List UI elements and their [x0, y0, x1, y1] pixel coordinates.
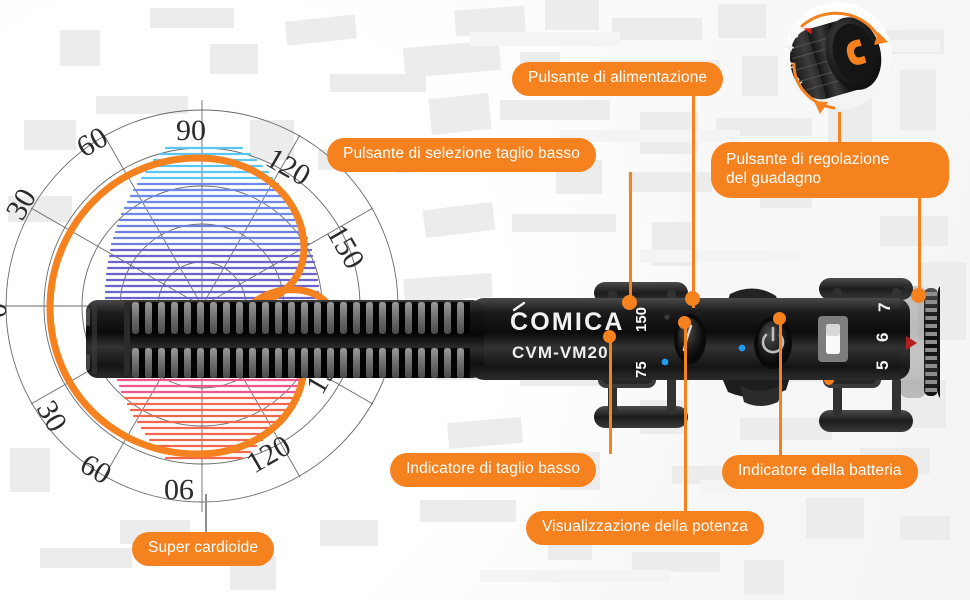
gain-mark-5: 5	[873, 361, 892, 370]
rotation-arrow-head-bottom	[814, 101, 828, 114]
lowcut-mark-150: 150	[633, 307, 650, 332]
gain-scale: 7 6 5 4	[873, 303, 894, 398]
polar-label-90u: 90	[176, 114, 206, 147]
callout-power-button[interactable]: Pulsante di alimentazione	[512, 62, 724, 96]
hotspot-low-cut-led	[603, 330, 616, 343]
dial-index-marker	[803, 28, 812, 35]
lowcut-mark-75: 75	[633, 361, 650, 378]
microphone-illustration: COMICA CVM-VM20 150 75	[86, 278, 940, 432]
callout-low-cut-switch[interactable]: Pulsante di selezione taglio basso	[327, 138, 596, 172]
dial-number-3: 3	[785, 59, 798, 71]
leader-power-led	[684, 322, 687, 512]
leader-polar-pattern	[205, 494, 207, 532]
callout-gain-knob-line2: del guadagno	[726, 170, 822, 188]
grille-slots-top	[132, 302, 470, 334]
hotspot-low-cut-switch	[622, 295, 637, 310]
hotspot-power-led	[678, 316, 691, 329]
lowcut-detent-dot	[664, 314, 670, 320]
model-label: CVM-VM20	[512, 343, 609, 362]
gain-mark-4: 4	[875, 388, 894, 398]
leader-low-cut-led	[609, 336, 612, 454]
low-cut-led	[661, 358, 669, 366]
polar-label-90l: 90	[164, 473, 194, 506]
callout-gain-knob-line1: Pulsante di regolazione	[726, 151, 890, 168]
power-led	[738, 344, 746, 352]
polar-label-0: 0	[0, 303, 13, 318]
callout-polar-pattern[interactable]: Super cardioide	[132, 532, 275, 566]
callout-battery-led[interactable]: Indicatore della batteria	[722, 455, 918, 489]
hotspot-power-button	[685, 291, 700, 306]
callout-low-cut-led[interactable]: Indicatore di taglio basso	[390, 453, 597, 487]
hotspot-battery-led	[773, 312, 786, 325]
dial-number-5: 5	[789, 32, 801, 39]
grille-slots-bottom	[132, 348, 470, 378]
dial-number-4: 4	[784, 43, 797, 53]
callout-power-led[interactable]: Visualizzazione della potenza	[526, 511, 764, 545]
callout-gain-knob[interactable]: Pulsante di regolazione del guadagno	[711, 142, 949, 198]
leader-power-button	[692, 96, 695, 308]
hotspot-gain-knob	[911, 288, 926, 303]
comica-logo-icon	[846, 39, 867, 65]
rotation-arrow-icon	[792, 11, 882, 110]
power-icon	[761, 326, 785, 354]
gain-mark-6: 6	[873, 333, 892, 342]
mic-front-cap	[86, 300, 130, 378]
gain-dial-inset: 5 4 3 2	[784, 2, 892, 114]
leader-battery-led	[779, 318, 782, 456]
polar-label-30u: 30	[0, 183, 43, 225]
polar-label-60u: 60	[71, 120, 113, 164]
power-button[interactable]	[754, 317, 792, 369]
polar-label-60l: 60	[75, 447, 117, 491]
battery-indicator	[818, 316, 848, 362]
brand-accent-icon	[512, 301, 526, 312]
leader-gain-inset-stem	[838, 112, 841, 150]
rotation-arrow-head-top	[874, 32, 888, 45]
leader-gain-knob	[918, 188, 921, 302]
gain-ring[interactable]	[900, 284, 940, 400]
leader-low-cut-switch	[629, 172, 632, 302]
gain-mark-7: 7	[875, 303, 894, 312]
